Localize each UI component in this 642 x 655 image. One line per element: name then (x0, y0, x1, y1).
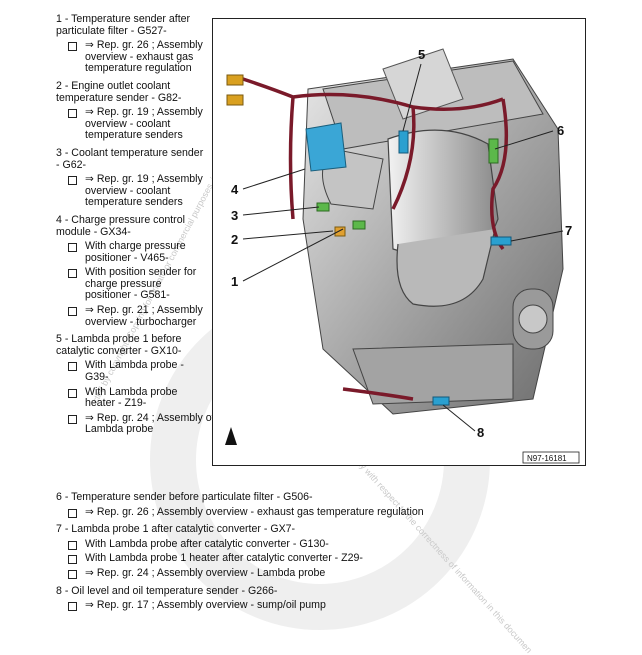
sub-item-text: With charge pressure positioner - V465- (85, 240, 186, 264)
legend-item-3: 3 - Coolant temperature sender - G62- ⇒ … (56, 146, 206, 209)
legend-item-title: 8 - Oil level and oil temperature sender… (56, 584, 278, 597)
exhaust-pipe (396, 228, 496, 307)
checkbox-icon (68, 388, 77, 398)
sender-2-orange (334, 226, 346, 237)
connector-orange-2 (226, 94, 244, 106)
sub-item-text: With Lambda probe heater - Z19- (85, 385, 178, 410)
legend-item-title: 1 - Temperature sender after particulate… (56, 13, 191, 37)
checkbox-icon (68, 176, 77, 186)
lambda-probe-5 (398, 130, 409, 154)
sender-6-green (488, 138, 499, 164)
figure-label: N97-16181 (527, 454, 567, 463)
callout-2: 2 (231, 232, 238, 247)
sender-1-green (352, 220, 366, 230)
callout-7: 7 (565, 223, 572, 238)
sub-item-text: With Lambda probe 1 heater after catalyt… (85, 552, 363, 565)
direction-arrow-icon (225, 427, 237, 445)
sub-item-text[interactable]: ⇒ Rep. gr. 21 ; Assembly overview - turb… (85, 304, 203, 328)
oil-sender-8 (432, 396, 450, 406)
engine-figure: 1 2 3 4 5 6 7 8 N97-16181 (212, 18, 586, 466)
checkbox-icon (68, 569, 77, 579)
oil-sump (352, 343, 514, 405)
sub-item: ⇒ Rep. gr. 26 ; Assembly overview - exha… (68, 505, 596, 519)
legend-item-5: 5 - Lambda probe 1 before catalytic conv… (56, 333, 254, 436)
sub-item: With charge pressure positioner - V465- (68, 240, 206, 264)
sub-item: ⇒ Rep. gr. 21 ; Assembly overview - turb… (68, 304, 206, 328)
sub-item-text: With position sender for charge pressure… (85, 266, 197, 302)
legend-item-7: 7 - Lambda probe 1 after catalytic conve… (56, 524, 596, 579)
callout-8: 8 (477, 425, 484, 440)
checkbox-icon (68, 109, 77, 119)
callout-4: 4 (231, 182, 239, 197)
legend-item-2: 2 - Engine outlet coolant temperature se… (56, 79, 206, 142)
callout-1: 1 (231, 274, 238, 289)
legend-item-title: 4 - Charge pressure control module - GX3… (56, 213, 185, 238)
checkbox-icon (68, 362, 77, 372)
sub-item-text[interactable]: ⇒ Rep. gr. 17 ; Assembly overview - sump… (85, 599, 326, 612)
checkbox-icon (68, 269, 77, 279)
legend-left: 1 - Temperature sender after particulate… (56, 13, 254, 442)
checkbox-icon (68, 42, 77, 52)
sub-item: With Lambda probe heater - Z19- (68, 385, 206, 410)
legend-bottom: 6 - Temperature sender before particulat… (56, 491, 596, 618)
legend-item-6: 6 - Temperature sender before particulat… (56, 491, 596, 519)
sub-item-text[interactable]: ⇒ Rep. gr. 26 ; Assembly overview - exha… (85, 39, 203, 75)
callout-5: 5 (418, 47, 425, 62)
sub-item: With Lambda probe - G39- (68, 360, 206, 383)
legend-item-title: 6 - Temperature sender before particulat… (56, 491, 313, 503)
sub-item-text: With Lambda probe after catalytic conver… (85, 537, 329, 550)
sub-item-text: With Lambda probe - G39- (85, 359, 184, 384)
lambda-probe-7 (490, 236, 512, 246)
checkbox-icon (68, 555, 77, 565)
charge-pressure-module (305, 122, 347, 172)
sub-item: With Lambda probe 1 heater after catalyt… (68, 553, 596, 565)
connector-orange-1 (226, 74, 244, 86)
legend-item-title: 2 - Engine outlet coolant temperature se… (56, 79, 182, 104)
checkbox-icon (68, 602, 77, 612)
sub-item-text[interactable]: ⇒ Rep. gr. 19 ; Assembly overview - cool… (85, 173, 203, 209)
sub-item-text[interactable]: ⇒ Rep. gr. 19 ; Assembly overview - cool… (85, 106, 203, 142)
sub-item: ⇒ Rep. gr. 24 ; Assembly overview - Lamb… (68, 411, 268, 436)
sub-item-text[interactable]: ⇒ Rep. gr. 24 ; Assembly overview - Lamb… (85, 566, 326, 579)
sub-item: With position sender for charge pressure… (68, 267, 206, 302)
checkbox-icon (68, 540, 77, 550)
legend-item-title: 3 - Coolant temperature sender - G62- (56, 146, 204, 171)
legend-item-title: 5 - Lambda probe 1 before catalytic conv… (56, 333, 182, 357)
checkbox-icon (68, 243, 77, 253)
callout-6: 6 (557, 123, 564, 138)
sub-item: ⇒ Rep. gr. 24 ; Assembly overview - Lamb… (68, 566, 596, 580)
sub-item: ⇒ Rep. gr. 17 ; Assembly overview - sump… (68, 600, 596, 612)
sub-item: With Lambda probe after catalytic conver… (68, 537, 596, 551)
legend-item-4: 4 - Charge pressure control module - GX3… (56, 213, 206, 328)
callout-3: 3 (231, 208, 238, 223)
engine-illustration: 1 2 3 4 5 6 7 8 N97-16181 (225, 47, 580, 464)
checkbox-icon (68, 307, 77, 317)
legend-item-8: 8 - Oil level and oil temperature sender… (56, 584, 596, 612)
legend-item-title: 7 - Lambda probe 1 after catalytic conve… (56, 523, 296, 536)
callout-lines (242, 63, 564, 432)
checkbox-icon (68, 508, 77, 518)
sub-item-text[interactable]: ⇒ Rep. gr. 24 ; Assembly overview - Lamb… (85, 411, 255, 436)
sub-item-text[interactable]: ⇒ Rep. gr. 26 ; Assembly overview - exha… (85, 505, 424, 518)
legend-item-1: 1 - Temperature sender after particulate… (56, 13, 206, 75)
sub-item: ⇒ Rep. gr. 19 ; Assembly overview - cool… (68, 173, 206, 209)
sub-item: ⇒ Rep. gr. 19 ; Assembly overview - cool… (68, 106, 206, 142)
wiring-harness (242, 77, 509, 401)
sub-item: ⇒ Rep. gr. 26 ; Assembly overview - exha… (68, 39, 206, 75)
checkbox-icon (68, 414, 77, 424)
